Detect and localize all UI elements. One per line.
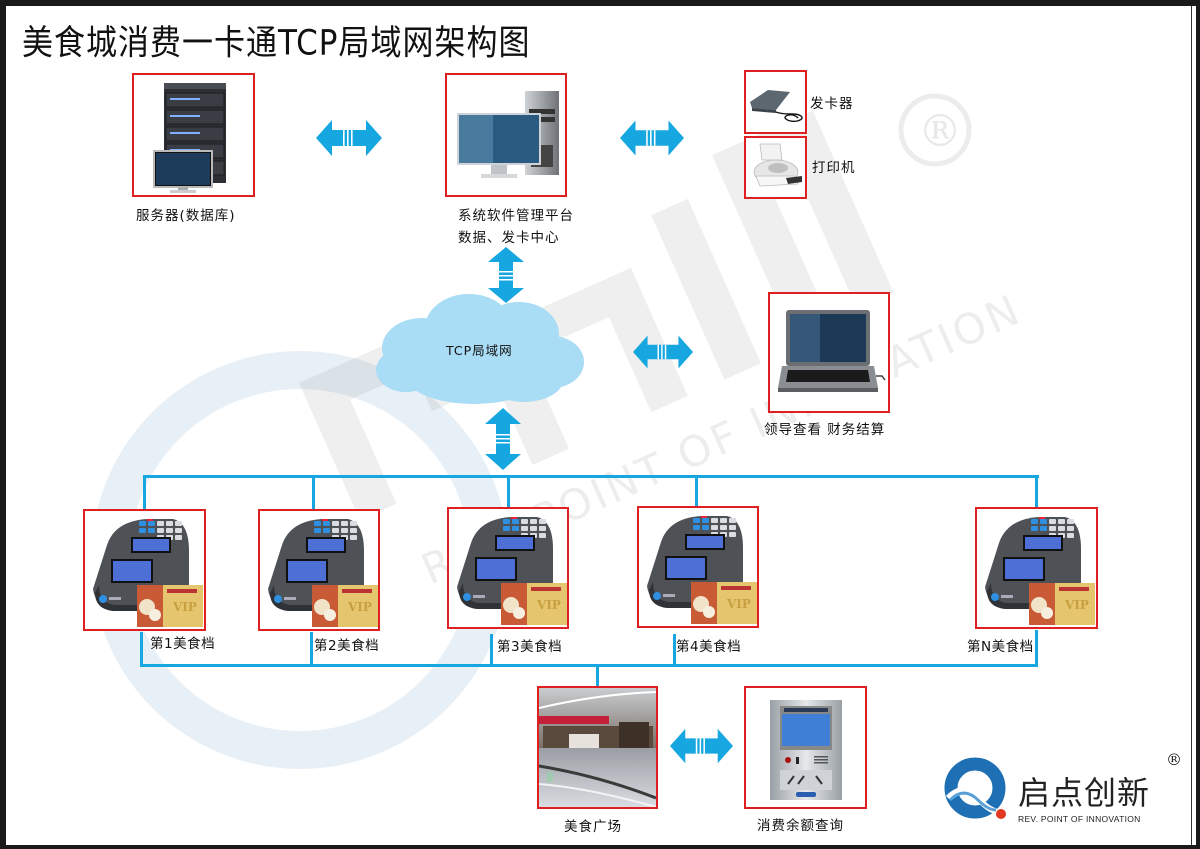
double-arrow-vertical-icon (488, 247, 524, 303)
desktop-computer-icon (457, 91, 559, 178)
printer-label: 打印机 (812, 160, 856, 176)
watermark-registered: ® (918, 106, 962, 157)
double-arrow-horizontal-icon (670, 728, 733, 764)
network-label: TCP局域网 (446, 343, 513, 358)
frame-inner-line (1191, 6, 1192, 845)
drop-line (695, 475, 698, 507)
terminal-label-3: 第3美食档 (497, 639, 563, 655)
riser-line (1035, 630, 1038, 667)
terminal-label-2: 第2美食档 (314, 638, 380, 654)
food-court-drop-line (596, 664, 599, 688)
card-reader-icon (750, 90, 803, 123)
vip-card-text: VIP (172, 600, 197, 614)
drop-line (1035, 475, 1038, 509)
food-court-label: 美食广场 (564, 819, 622, 835)
terminal-node-n[interactable]: VIP (975, 507, 1098, 629)
drop-line (312, 475, 315, 510)
laptop-icon (778, 310, 886, 392)
drop-line (143, 475, 146, 510)
laptop-node[interactable] (768, 292, 890, 413)
pos-terminal-icon: VIP (457, 517, 567, 625)
vip-card-text: VIP (347, 600, 372, 614)
vip-card-icon: VIP (312, 585, 378, 627)
terminal-label-n: 第N美食档 (967, 639, 1034, 655)
riser-line (310, 632, 313, 667)
pos-terminal-icon: VIP (268, 519, 378, 627)
platform-label-line2: 数据、发卡中心 (458, 230, 560, 246)
double-arrow-vertical-icon (485, 408, 521, 470)
logo-subtitle: REV. POINT OF INNOVATION (1018, 814, 1141, 824)
vip-card-text: VIP (726, 597, 751, 611)
balance-query-kiosk-icon (770, 700, 842, 800)
cloud-icon (376, 294, 584, 404)
server-rack-icon (153, 83, 226, 193)
brand-logo: 启点创新 REV. POINT OF INNOVATION ® (940, 750, 1190, 832)
riser-line (490, 634, 493, 667)
riser-line (140, 632, 143, 667)
pos-terminal-icon: VIP (93, 519, 203, 627)
vip-card-icon: VIP (501, 583, 567, 625)
vip-card-text: VIP (536, 598, 561, 612)
terminal-node-1[interactable]: VIP (83, 509, 206, 631)
terminal-node-3[interactable]: VIP (447, 507, 569, 629)
platform-node[interactable] (445, 73, 567, 197)
vip-card-icon: VIP (1029, 583, 1095, 625)
card-issuer-node[interactable] (744, 70, 807, 134)
laptop-label: 领导查看 财务结算 (764, 422, 886, 438)
logo-name: 启点创新 (1018, 774, 1151, 812)
balance-query-label: 消费余额查询 (757, 818, 844, 834)
terminal-label-4: 第4美食档 (676, 639, 742, 655)
server-node[interactable] (132, 73, 255, 197)
logo-registered-mark: ® (1166, 750, 1182, 769)
platform-label-line1: 系统软件管理平台 (458, 208, 574, 224)
terminal-node-2[interactable]: VIP (258, 509, 380, 631)
printer-icon (753, 143, 802, 187)
lower-bus-line (140, 664, 1038, 667)
printer-node[interactable] (744, 136, 807, 199)
upper-bus-line (143, 475, 1039, 478)
pos-terminal-icon: VIP (647, 516, 757, 624)
riser-line (673, 634, 676, 667)
double-arrow-horizontal-icon (633, 335, 693, 369)
vip-card-icon: VIP (691, 582, 757, 624)
food-court-node[interactable] (537, 686, 658, 809)
double-arrow-horizontal-icon (316, 120, 382, 156)
page-title: 美食城消费一卡通TCP局域网架构图 (22, 22, 531, 64)
balance-query-node[interactable] (744, 686, 867, 809)
vip-card-text: VIP (1064, 598, 1089, 612)
terminal-node-4[interactable]: VIP (637, 506, 759, 628)
pos-terminal-icon: VIP (985, 517, 1095, 625)
drop-line (507, 475, 510, 508)
vip-card-icon: VIP (137, 585, 203, 627)
food-court-photo-icon (539, 688, 656, 807)
card-issuer-label: 发卡器 (810, 96, 854, 112)
terminal-label-1: 第1美食档 (150, 636, 216, 652)
server-label: 服务器(数据库) (136, 208, 236, 224)
q-logo-icon (944, 757, 1006, 819)
double-arrow-horizontal-icon (620, 120, 684, 156)
